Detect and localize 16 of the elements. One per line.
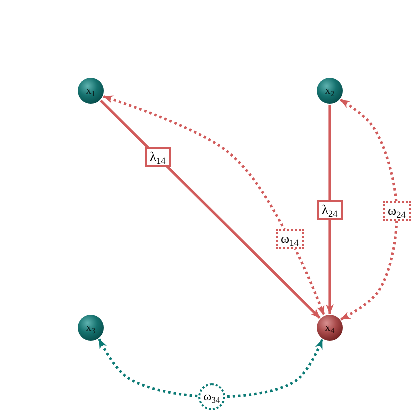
sphere-node [78,78,104,104]
node-label: x$_{4}$ [325,322,335,334]
sphere-node [78,315,104,341]
sphere-node [317,78,343,104]
edge-label: ω$_{24}$ [383,201,411,221]
node-label: x$_{3}$ [86,322,96,334]
node-label: x$_{1}$ [86,86,96,96]
edge-label: λ$_{14}$ [145,147,171,167]
dotted-double-arrow [98,338,324,398]
edge-label: ω$_{14}$ [276,229,304,249]
node-label: x$_{2}$ [325,86,335,96]
edge-label: ω$_{34}$ [198,384,226,410]
edge-label: λ$_{24}$ [317,200,343,220]
sphere-node [317,315,343,341]
dotted-double-arrow [340,98,398,321]
arrow [326,105,334,314]
